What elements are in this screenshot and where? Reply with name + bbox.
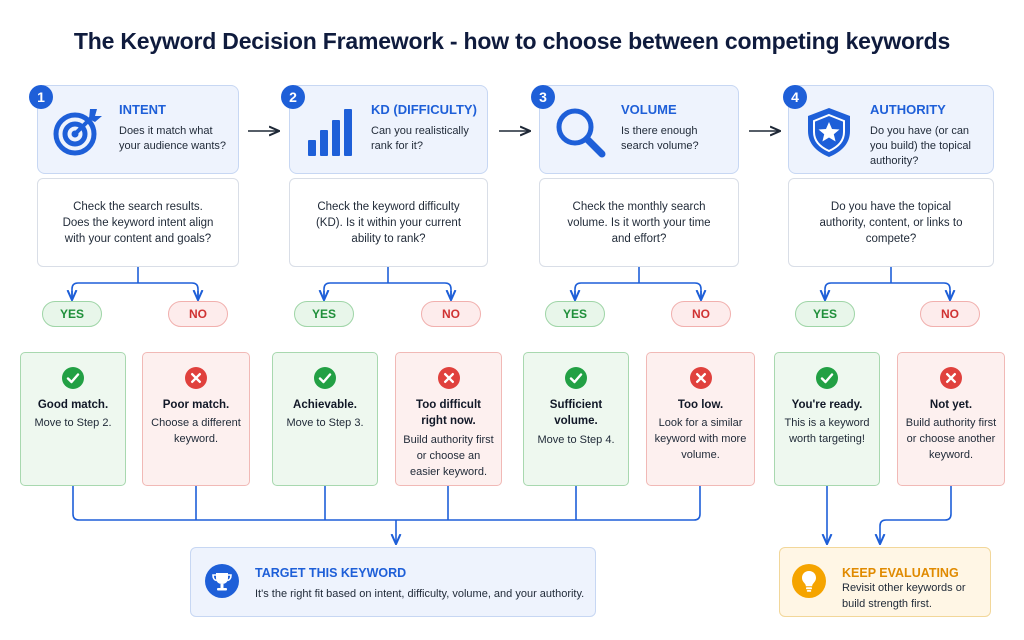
step-1-no-result: Poor match. Choose a different keyword.	[142, 352, 250, 486]
step-4-yes-result: You're ready. This is a keyword worth ta…	[774, 352, 880, 486]
magnifier-icon	[556, 108, 606, 158]
step-3-yes-result: Sufficient volume. Move to Step 4.	[523, 352, 629, 486]
check-icon	[62, 367, 84, 389]
branch-split-1	[71, 282, 199, 298]
step-4-yes-desc: This is a keyword worth targeting!	[784, 417, 870, 445]
step-1-yes-pill: YES	[42, 301, 102, 327]
step-2-yes-title: Achievable.	[293, 399, 357, 411]
step-4-no-desc: Build authority first or choose another …	[905, 417, 997, 461]
target-icon	[53, 109, 102, 156]
keep-desc: Revisit other keywords or build strength…	[842, 582, 966, 610]
step-1-no-pill: NO	[168, 301, 228, 327]
step-2-no-title: Too difficult right now.	[416, 399, 481, 427]
target-title: TARGET THIS KEYWORD	[255, 566, 407, 580]
x-icon	[185, 367, 207, 389]
step-3-question: Check the monthly search volume. Is it w…	[539, 178, 739, 267]
step-4-yes-title: You're ready.	[791, 399, 863, 411]
check-icon	[565, 367, 587, 389]
step-3-header: VOLUME Is there enough search volume?	[539, 85, 739, 174]
step-3-no-desc: Look for a similar keyword with more vol…	[654, 417, 747, 461]
step-2-yes-pill: YES	[294, 301, 354, 327]
keep-evaluating-box: KEEP EVALUATING Revisit other keywords o…	[779, 547, 991, 617]
step-3-yes-title: Sufficient volume.	[549, 399, 603, 427]
step-2-yes-result: Achievable. Move to Step 3.	[272, 352, 378, 486]
branch-split-3	[574, 282, 702, 298]
step-4-no-result: Not yet. Build authority first or choose…	[897, 352, 1005, 486]
step-4-header: AUTHORITY Do you have (or can you build)…	[788, 85, 994, 174]
step-2-yes-desc: Move to Step 3.	[286, 417, 364, 429]
branch-split-2	[323, 282, 452, 298]
keep-title: KEEP EVALUATING	[842, 566, 959, 580]
step-3-subtitle: Is there enough search volume?	[621, 125, 699, 152]
target-desc: It's the right fit based on intent, diff…	[255, 588, 585, 600]
step-1-header: INTENT Does it match what your audience …	[37, 85, 239, 174]
step-4-title: AUTHORITY	[870, 102, 946, 117]
authority-no-down	[880, 486, 952, 543]
step-3-no-title: Too low.	[677, 399, 724, 411]
lightbulb-icon	[792, 564, 826, 598]
step-2-no-result: Too difficult right now. Build authority…	[395, 352, 502, 486]
step-2-question: Check the keyword difficulty (KD). Is it…	[289, 178, 488, 267]
step-1-subtitle: Does it match what your audience wants?	[119, 125, 227, 152]
step-3-no-result: Too low. Look for a similar keyword with…	[646, 352, 755, 486]
step-2-title: KD (DIFFICULTY)	[371, 102, 477, 117]
step-4-question: Do you have the topical authority, conte…	[788, 178, 994, 267]
step-4-subtitle: Do you have (or can you build) the topic…	[870, 125, 971, 167]
step-4-yes-pill: YES	[795, 301, 855, 327]
step-2-header: KD (DIFFICULTY) Can you realistically ra…	[289, 85, 488, 174]
step-3-yes-desc: Move to Step 4.	[537, 434, 615, 446]
page-title: The Keyword Decision Framework - how to …	[73, 28, 951, 54]
step-1-question: Check the search results. Does the keywo…	[37, 178, 239, 267]
step-1-yes-desc: Move to Step 2.	[34, 417, 112, 429]
step-4-no-pill: NO	[920, 301, 980, 327]
trophy-icon	[205, 564, 239, 598]
step-3-badge: 3	[531, 85, 555, 109]
step-1-yes-title: Good match.	[37, 399, 109, 411]
x-icon	[437, 367, 460, 389]
step-4-no-title: Not yet.	[929, 399, 973, 411]
check-icon	[816, 367, 838, 389]
shield-star-icon	[808, 108, 850, 157]
step-2-subtitle: Can you realistically rank for it?	[371, 125, 469, 152]
bar-chart-icon	[308, 109, 352, 156]
x-icon	[689, 367, 712, 389]
check-icon	[314, 367, 336, 389]
step-4-badge: 4	[783, 85, 807, 109]
collector-line	[72, 486, 701, 521]
step-3-title: VOLUME	[621, 102, 677, 117]
branch-split-4	[824, 282, 951, 298]
step-1-yes-result: Good match. Move to Step 2.	[20, 352, 126, 486]
step-1-title: INTENT	[119, 102, 166, 117]
step-2-no-pill: NO	[421, 301, 481, 327]
step-2-badge: 2	[281, 85, 305, 109]
target-keyword-box: TARGET THIS KEYWORD It's the right fit b…	[190, 547, 596, 617]
x-icon	[940, 367, 962, 389]
step-1-no-desc: Choose a different keyword.	[151, 417, 241, 445]
step-3-yes-pill: YES	[545, 301, 605, 327]
step-2-no-desc: Build authority first or choose an easie…	[403, 434, 494, 478]
step-1-badge: 1	[29, 85, 53, 109]
step-1-no-title: Poor match.	[162, 399, 230, 411]
step-3-no-pill: NO	[671, 301, 731, 327]
